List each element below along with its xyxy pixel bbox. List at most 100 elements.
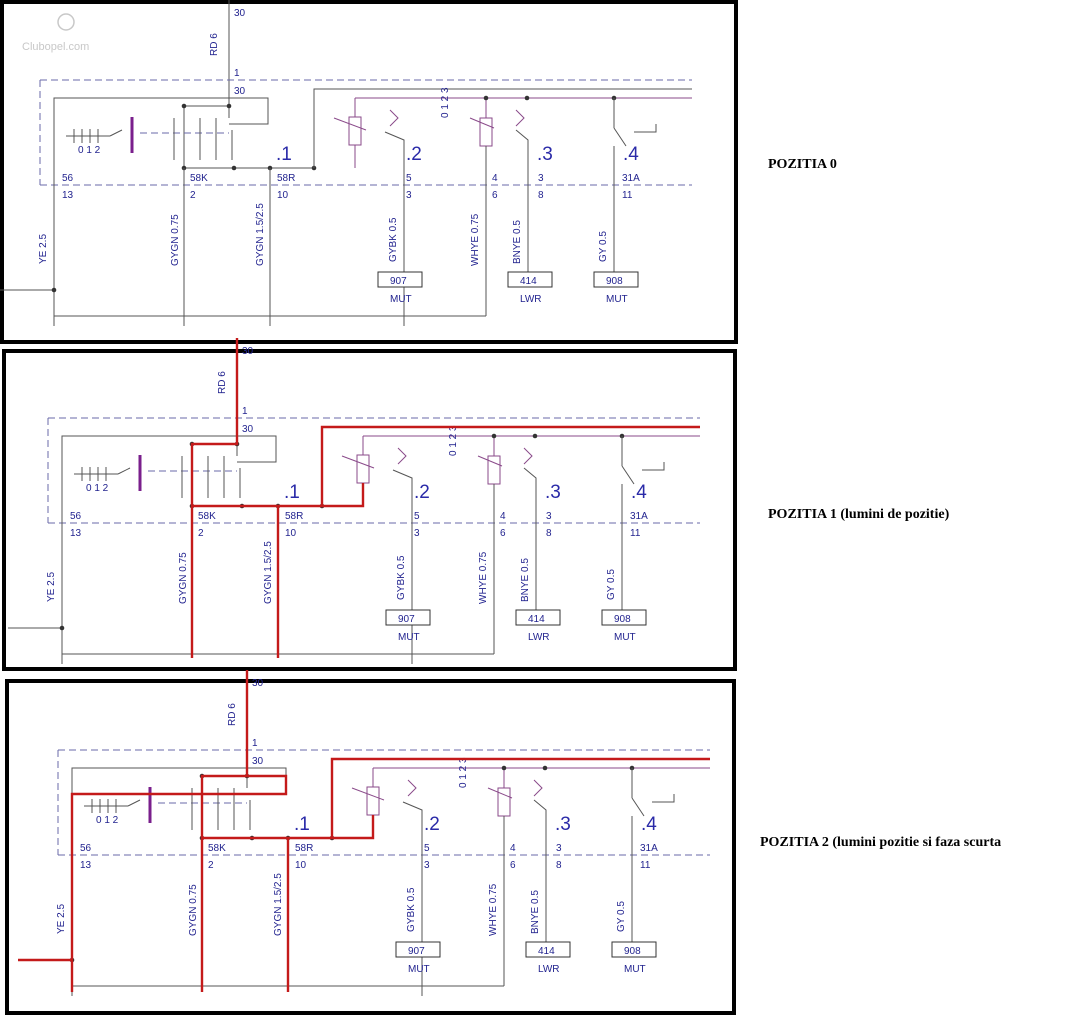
lwr-arrow [477, 455, 503, 467]
pin-pin_58R: 58R [285, 511, 303, 522]
junction-dot [491, 433, 497, 439]
terminal-3: .3 [555, 814, 571, 835]
pin-pin_11: 11 [630, 528, 641, 539]
label-ye: YE 2.5 [56, 904, 67, 934]
connector-907-sub: MUT [398, 632, 420, 643]
switch-blade [127, 799, 141, 807]
pin-pin_2: 2 [208, 860, 214, 871]
sw4-blade [621, 465, 635, 485]
pin-30: 30 [234, 86, 246, 97]
pin-pin_31A: 31A [630, 511, 648, 522]
pin-pin_3b: 3 [406, 190, 412, 201]
label-gybk: GYBK 0.5 [406, 887, 417, 932]
label-rd6: RD 6 [209, 33, 220, 56]
connector-908-sub: MUT [606, 294, 628, 305]
lwr-spring [515, 109, 525, 127]
dimmer-spring [397, 447, 407, 465]
label-gybk: GYBK 0.5 [388, 217, 399, 262]
lwr-arrow [469, 117, 495, 129]
pin-30: 30 [252, 756, 264, 767]
pin-pin_2: 2 [190, 190, 196, 201]
label-rd6: RD 6 [227, 703, 238, 726]
pin-pin_58R: 58R [277, 173, 295, 184]
pin-pin_4: 4 [492, 173, 498, 184]
connector-907-label: 907 [398, 614, 415, 625]
pin-pin_13: 13 [62, 190, 74, 201]
pin-30-top: 30 [252, 678, 264, 689]
label-gygn075: GYGN 0.75 [170, 214, 181, 266]
label-gy: GY 0.5 [598, 231, 609, 262]
connector-907 [385, 609, 431, 626]
label-bnye: BNYE 0.5 [530, 890, 541, 934]
active-supply [200, 670, 249, 838]
connector-908-label: 908 [624, 946, 641, 957]
switch-position-labels: 0 1 2 [78, 145, 101, 156]
pin-pin_6: 6 [500, 528, 506, 539]
bus-top-1 [313, 88, 692, 168]
terminal-1: .1 [276, 144, 292, 165]
connector-908-label: 908 [614, 614, 631, 625]
label-gy: GY 0.5 [616, 901, 627, 932]
panel-frame [2, 349, 737, 671]
connector-414-label: 414 [520, 276, 537, 287]
gybk-wire [402, 801, 423, 996]
junction-dot [51, 287, 57, 293]
switch-position-labels: 0 1 2 [86, 483, 109, 494]
rotary-position-labels: 0 1 2 3 [448, 425, 459, 456]
pin-pin_58R: 58R [295, 843, 313, 854]
dimmer-resistor [366, 786, 380, 816]
label-bnye: BNYE 0.5 [520, 558, 531, 602]
pin-pin_11: 11 [622, 190, 633, 201]
bnye-wire [523, 467, 537, 610]
terminal-3: .3 [537, 144, 553, 165]
pin-pin_58K: 58K [190, 173, 208, 184]
clubopel-logo: Clubopel.com [22, 13, 89, 53]
lwr-resistor [487, 455, 501, 485]
terminal-4: .4 [623, 144, 639, 165]
label-ye: YE 2.5 [38, 234, 49, 264]
active-58r [202, 815, 375, 840]
label-bnye: BNYE 0.5 [512, 220, 523, 264]
panel-2: POZITIA 2 (lumini pozitie si faza scurta… [5, 670, 1001, 1015]
bnye-wire [515, 129, 529, 272]
switch-position-labels: 0 1 2 [96, 815, 119, 826]
label-whye: WHYE 0.75 [488, 883, 499, 936]
label-gybk: GYBK 0.5 [396, 555, 407, 600]
pin-56-loop [53, 97, 269, 326]
connector-414-label: 414 [528, 614, 545, 625]
pin-pin_10: 10 [285, 528, 297, 539]
pin-1: 1 [252, 738, 258, 749]
connector-908-sub: MUT [624, 964, 646, 975]
connector-414-sub: LWR [528, 632, 549, 643]
pin-pin_6: 6 [510, 860, 516, 871]
switch-blade [109, 129, 123, 137]
label-gygn15: GYGN 1.5/2.5 [255, 203, 266, 266]
bnye-wire [533, 799, 547, 942]
pin-pin_3: 3 [538, 173, 544, 184]
pin-pin_8: 8 [538, 190, 544, 201]
junction-dot [226, 103, 232, 109]
pin-pin_6: 6 [492, 190, 498, 201]
connector-908 [593, 271, 639, 288]
active-58r [192, 483, 365, 508]
active-56 [70, 792, 247, 960]
terminal-4: .4 [631, 482, 647, 503]
pin-pin_31A: 31A [640, 843, 658, 854]
connector-908 [611, 941, 657, 958]
pin-30-top: 30 [234, 8, 246, 19]
pin-1: 1 [234, 68, 240, 79]
junction-dot [483, 95, 489, 101]
active-illum [330, 757, 710, 838]
active-loop [247, 774, 288, 796]
connector-907 [377, 271, 423, 288]
pin-pin_13: 13 [70, 528, 82, 539]
junction-dot [532, 433, 538, 439]
pin-pin_2: 2 [198, 528, 204, 539]
junction-dot [524, 95, 530, 101]
panel-title: POZITIA 0 [768, 157, 837, 172]
connector-908 [601, 609, 647, 626]
